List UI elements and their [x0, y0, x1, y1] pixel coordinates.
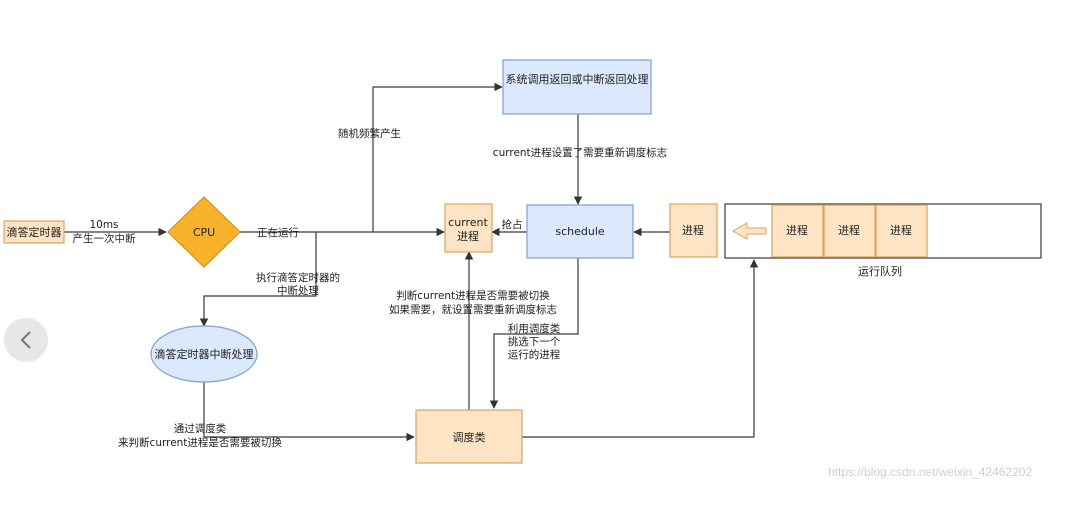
scheduler-class-label: 调度类 [453, 430, 486, 444]
label-via-class-2: 来判断current进程是否需要被切换 [118, 436, 282, 449]
queue-label: 运行队列 [858, 264, 902, 278]
queue-direction-arrow-icon [731, 222, 767, 240]
process-node [669, 203, 718, 258]
queue-item-label: 进程 [838, 224, 860, 237]
label-judge-1: 判断current进程是否需要被切换 [396, 289, 550, 302]
label-exec-timer-2: 中断处理 [277, 284, 319, 297]
label-running: 正在运行 [257, 226, 299, 239]
timer-interrupt-node [150, 325, 258, 383]
timer-node [3, 220, 65, 244]
edge-interrupt-class [203, 382, 415, 442]
timer-label: 滴答定时器 [7, 225, 62, 239]
scheduler-class-node [415, 409, 523, 464]
label-exec-timer-1: 执行滴答定时器的 [256, 271, 340, 284]
label-pick-1: 利用调度类 [508, 322, 561, 335]
current-label-line1: current [448, 216, 488, 229]
label-need-resched: current进程设置了需要重新调度标志 [493, 146, 667, 159]
current-label-line2: 进程 [457, 230, 479, 243]
label-pick-2: 挑选下一个 [508, 335, 561, 348]
label-via-class-1: 通过调度类 [174, 422, 227, 435]
label-preempt: 抢占 [502, 218, 523, 231]
label-period-2: 产生一次中断 [73, 232, 136, 245]
process-label: 进程 [682, 224, 704, 237]
queue-item-label: 进程 [786, 224, 808, 237]
current-process-node [444, 203, 493, 253]
timer-interrupt-label: 滴答定时器中断处理 [155, 347, 254, 361]
schedule-label: schedule [555, 225, 605, 238]
syscall-return-label: 系统调用返回或中断返回处理 [506, 72, 649, 86]
cpu-label: CPU [193, 226, 215, 239]
label-pick-3: 运行的进程 [508, 348, 561, 361]
edge-class-queue [522, 259, 759, 438]
edge-schedule-class [489, 258, 579, 409]
previous-image-button[interactable] [4, 318, 48, 362]
edge-to-syscall [372, 82, 503, 232]
watermark: https://blog.csdn.net/weixin_42462202 [828, 465, 1033, 479]
label-random: 随机频繁产生 [338, 127, 401, 140]
chevron-left-icon [20, 331, 31, 349]
syscall-return-node [502, 59, 652, 115]
edge-to-timer-interrupt [199, 232, 317, 327]
queue-item [823, 204, 876, 258]
schedule-node [526, 204, 634, 259]
queue-item-label: 进程 [890, 224, 912, 237]
queue-item [771, 204, 824, 258]
label-period-1: 10ms [89, 219, 118, 231]
queue-item [875, 204, 928, 258]
label-judge-2: 如果需要，就设置需要重新调度标志 [389, 303, 557, 316]
cpu-node [167, 196, 241, 268]
